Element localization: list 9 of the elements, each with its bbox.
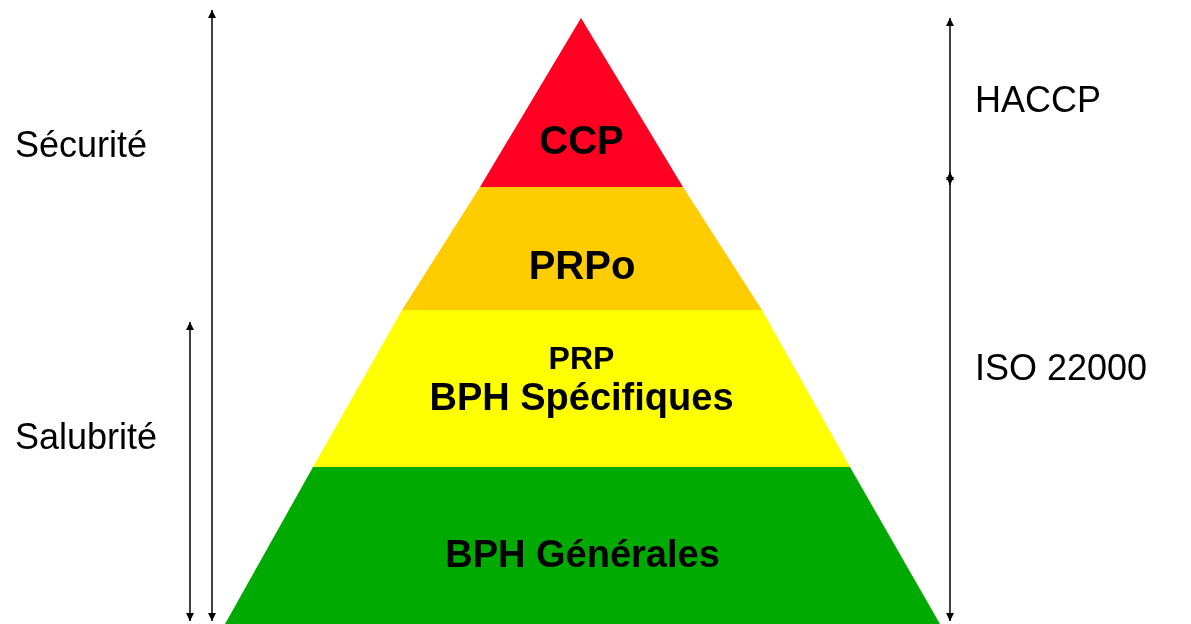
tier-label: BPH Générales (444, 533, 721, 575)
range-label: Sécurité (15, 125, 148, 165)
tier-label: PRP (547, 340, 616, 376)
range-label: HACCP (975, 80, 1102, 120)
tier-label: CCP (538, 118, 625, 162)
tier-label: PRPo (527, 243, 637, 287)
range-label: ISO 22000 (975, 348, 1148, 388)
tier-label: BPH Spécifiques (428, 376, 735, 418)
range-label: Salubrité (15, 417, 158, 457)
